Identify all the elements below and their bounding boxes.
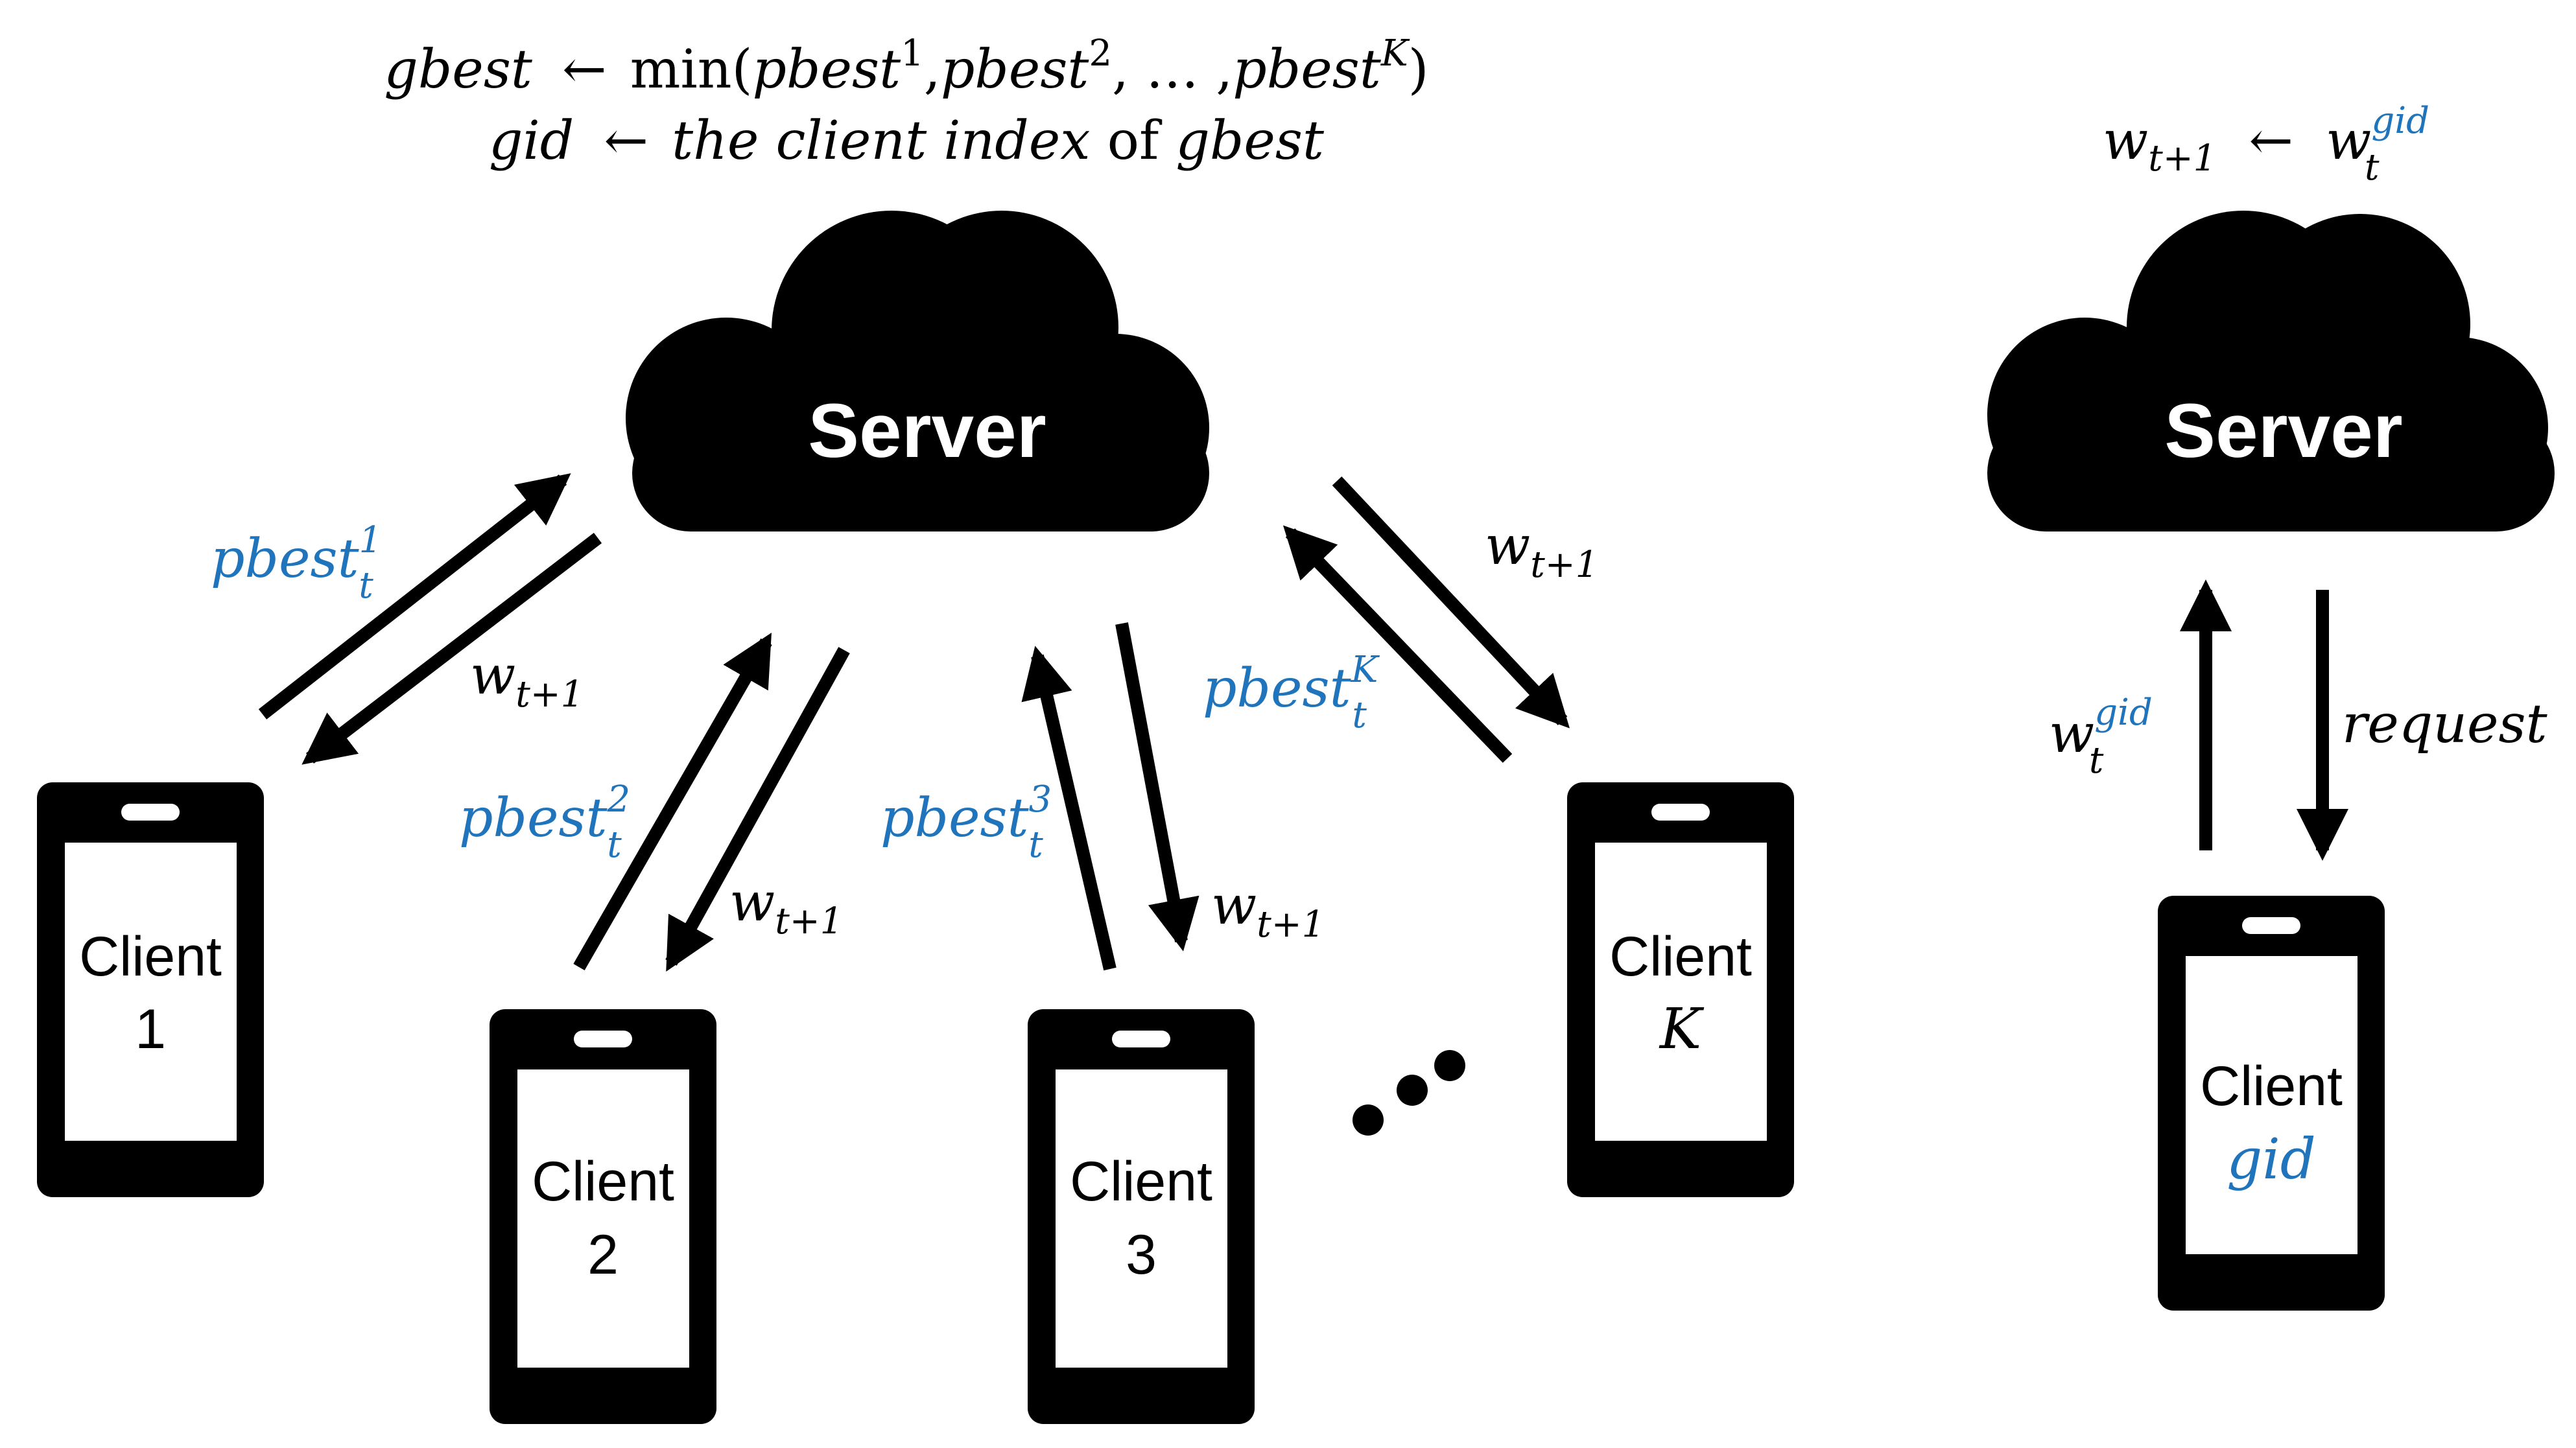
arrow-client1-up (258, 473, 571, 719)
arrow-client2-down (665, 647, 850, 972)
phone-icon (490, 1009, 716, 1424)
client-gid: Client gid (2158, 896, 2385, 1311)
cloud-icon (626, 211, 1209, 531)
client-label: Client (532, 1150, 674, 1213)
formula-line-1: gbest ← min(pbest1,pbest2, … ,pbestK) (384, 32, 1428, 100)
label-w-2: wt+1 (729, 872, 843, 942)
arrow-clientk-down (1332, 476, 1570, 729)
label-w-k: wt+1 (1485, 515, 1598, 586)
server-label: Server (808, 388, 1046, 474)
arrow-client3-up (1021, 646, 1117, 971)
server-label: Server (2164, 388, 2402, 474)
arrow-client1-down (301, 533, 602, 765)
arrow-client3-down (1115, 622, 1199, 952)
phone-icon (1567, 782, 1794, 1197)
client-id: gid (2227, 1127, 2316, 1192)
phone-icon (1028, 1009, 1255, 1424)
server-right: Server (1987, 211, 2555, 531)
label-request: request (2342, 694, 2548, 755)
client-3: Client 3 (1028, 1009, 1255, 1424)
phone-icon (37, 782, 264, 1197)
client-1: Client 1 (37, 782, 264, 1197)
cloud-icon (1987, 211, 2555, 531)
client-id: K (1659, 997, 1705, 1062)
client-label: Client (1609, 926, 1752, 988)
formula-line-2: gid ← the client index of gbest (489, 110, 1325, 172)
client-label: Client (2200, 1055, 2343, 1117)
label-w-1: wt+1 (470, 645, 584, 716)
label-w-3: wt+1 (1211, 875, 1325, 946)
client-k: Client K (1567, 782, 1794, 1197)
client-label: Client (1070, 1150, 1212, 1213)
arrow-clientk-up (1282, 525, 1513, 763)
server-left: Server (626, 211, 1209, 531)
client-id: 1 (135, 998, 166, 1060)
client-id: 2 (587, 1224, 619, 1286)
client-id: 3 (1126, 1224, 1157, 1286)
phone-icon (2158, 896, 2385, 1311)
arrow-client2-up (573, 633, 772, 970)
client-2: Client 2 (490, 1009, 716, 1424)
client-label: Client (79, 926, 222, 988)
dots-icon (1353, 1050, 1465, 1136)
